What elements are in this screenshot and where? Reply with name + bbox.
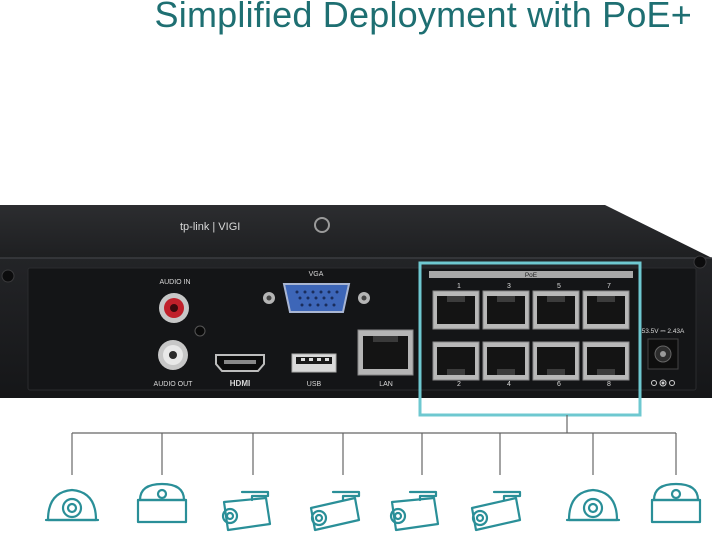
poe-port (532, 290, 580, 330)
connection-lines (71, 415, 677, 475)
brand-logo-text: tp-link | VIGI (180, 221, 240, 233)
usb-port: USB (291, 353, 337, 388)
poe-header-label: PoE (525, 272, 538, 279)
screw (194, 325, 206, 337)
poe-port-block: PoE 1 3 5 7 2 4 6 8 (418, 261, 642, 417)
audio-in-label: AUDIO IN (159, 279, 190, 286)
poe-port-number: 6 (557, 381, 561, 388)
poe-port-number: 5 (557, 283, 561, 290)
polarity-icon (651, 379, 675, 387)
dome-camera-icon (44, 488, 100, 522)
poe-port (582, 341, 630, 381)
screw (693, 255, 707, 269)
poe-highlight-box (418, 261, 642, 417)
vga-label: VGA (309, 271, 324, 278)
bullet-camera-icon (389, 490, 440, 532)
poe-port (482, 290, 530, 330)
poe-port-number: 1 (457, 283, 461, 290)
page-title: Simplified Deployment with PoE+ (154, 0, 692, 35)
usb-label: USB (307, 381, 322, 388)
hdmi-label: HDMI (230, 379, 250, 388)
device-top-face (0, 205, 712, 258)
poe-port (432, 290, 480, 330)
power-rating-label: 53.5V ⎓ 2.43A (642, 328, 685, 335)
bullet-camera-icon (470, 490, 522, 532)
poe-header-bar (429, 271, 633, 278)
poe-port (482, 341, 530, 381)
camera-row (44, 482, 702, 532)
dome-camera-icon (565, 488, 621, 522)
hdmi-port: HDMI (215, 354, 265, 388)
poe-port (582, 290, 630, 330)
lan-label: LAN (379, 381, 393, 388)
lan-port: LAN (357, 329, 414, 388)
poe-port (532, 341, 580, 381)
screw (1, 269, 15, 283)
poe-port-number: 2 (457, 381, 461, 388)
poe-port-number: 4 (507, 381, 511, 388)
poe-port-number: 3 (507, 283, 511, 290)
turret-camera-icon (650, 482, 702, 524)
audio-in-port: AUDIO IN (159, 279, 191, 323)
bullet-camera-icon (309, 490, 361, 532)
poe-port-number: 8 (607, 381, 611, 388)
audio-out-label: AUDIO OUT (154, 381, 194, 388)
bullet-camera-icon (221, 490, 272, 532)
audio-out-port: AUDIO OUT (154, 340, 194, 388)
poe-port-number: 7 (607, 283, 611, 290)
brand-logo: tp-link | VIGI (180, 217, 330, 233)
power-port: 53.5V ⎓ 2.43A (642, 328, 685, 387)
vga-port: VGA (263, 271, 370, 313)
turret-camera-icon (136, 482, 188, 524)
poe-port (432, 341, 480, 381)
